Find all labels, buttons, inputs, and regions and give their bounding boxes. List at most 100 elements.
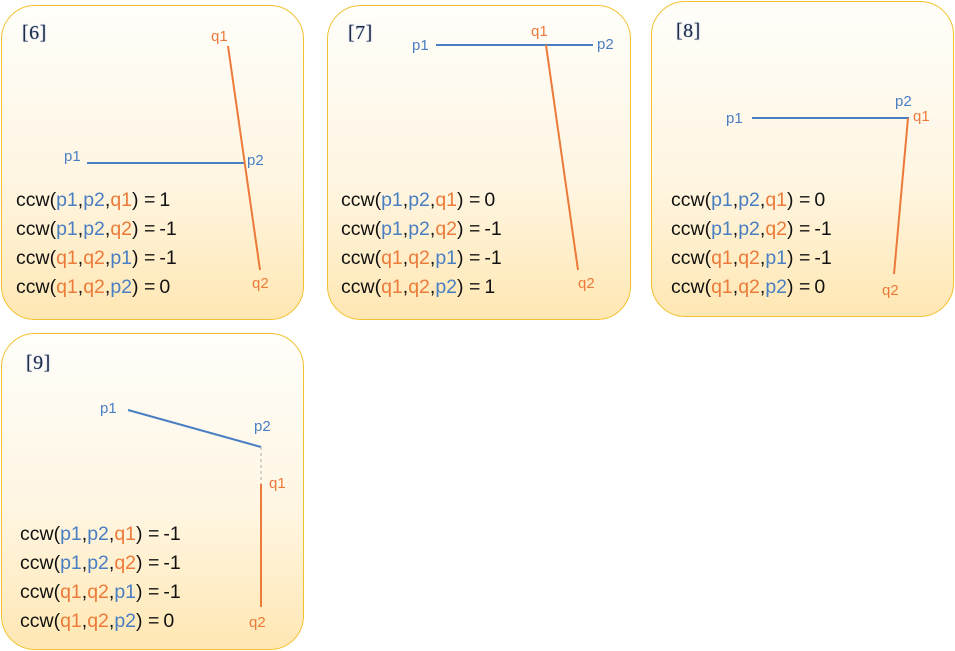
ccw-fn: ccw( <box>16 276 57 298</box>
ccw-value: -1 <box>163 523 181 545</box>
ccw-value: 0 <box>814 276 826 298</box>
ccw-close: ) = <box>787 276 811 298</box>
segment-p <box>127 409 262 448</box>
ccw-close: ) = <box>457 189 481 211</box>
ccw-arg-c: p2 <box>765 276 788 298</box>
ccw-equation-row: ccw(q1,q2,p1) =-1 <box>20 581 181 603</box>
ccw-arg-a: q1 <box>711 247 733 269</box>
ccw-equation-row: ccw(p1,p2,q1) =0 <box>341 189 496 211</box>
ccw-value: -1 <box>159 218 177 240</box>
case-label: [9] <box>26 352 51 374</box>
point-label-p2: p2 <box>597 36 614 53</box>
ccw-value: 0 <box>484 189 496 211</box>
segment-q <box>545 44 579 271</box>
ccw-equations: ccw(p1,p2,q1) =-1 ccw(p1,p2,q2) =-1 ccw(… <box>20 520 181 636</box>
ccw-arg-b: p2 <box>87 523 109 545</box>
ccw-fn: ccw( <box>341 276 382 298</box>
ccw-arg-b: p2 <box>738 189 760 211</box>
ccw-arg-c: p2 <box>435 276 458 298</box>
ccw-fn: ccw( <box>20 552 61 574</box>
ccw-fn: ccw( <box>341 189 382 211</box>
ccw-close: ) = <box>136 610 160 632</box>
point-label-p1: p1 <box>412 37 429 54</box>
ccw-fn: ccw( <box>341 218 382 240</box>
ccw-arg-a: p1 <box>56 189 78 211</box>
ccw-fn: ccw( <box>20 610 61 632</box>
ccw-value: -1 <box>159 247 177 269</box>
ccw-arg-c: q2 <box>114 552 137 574</box>
ccw-arg-a: q1 <box>56 276 78 298</box>
ccw-arg-b: p2 <box>83 218 105 240</box>
ccw-arg-a: q1 <box>60 610 82 632</box>
point-label-q1: q1 <box>913 108 930 125</box>
ccw-arg-c: p1 <box>110 247 133 269</box>
point-label-q1: q1 <box>531 23 548 40</box>
ccw-fn: ccw( <box>671 189 712 211</box>
ccw-arg-b: q2 <box>87 610 109 632</box>
ccw-arg-a: q1 <box>711 276 733 298</box>
ccw-equation-row: ccw(q1,q2,p2) =1 <box>341 276 496 298</box>
ccw-arg-b: p2 <box>408 189 430 211</box>
ccw-equations: ccw(p1,p2,q1) =0 ccw(p1,p2,q2) =-1 ccw(q… <box>671 186 832 302</box>
ccw-arg-b: p2 <box>87 552 109 574</box>
point-label-p2: p2 <box>247 152 264 169</box>
ccw-equation-row: ccw(q1,q2,p1) =-1 <box>16 247 177 269</box>
point-label-p2: p2 <box>895 93 912 110</box>
ccw-close: ) = <box>457 276 481 298</box>
ccw-arg-b: p2 <box>738 218 760 240</box>
ccw-arg-c: p2 <box>114 610 137 632</box>
point-label-q1: q1 <box>269 475 286 492</box>
ccw-arg-c: q2 <box>110 218 133 240</box>
ccw-arg-a: p1 <box>60 523 82 545</box>
point-label-q2: q2 <box>252 275 269 292</box>
ccw-value: 0 <box>159 276 171 298</box>
ccw-fn: ccw( <box>20 523 61 545</box>
ccw-equation-row: ccw(p1,p2,q2) =-1 <box>16 218 177 240</box>
point-label-q2: q2 <box>578 275 595 292</box>
ccw-equation-row: ccw(p1,p2,q1) =1 <box>16 189 171 211</box>
ccw-arg-c: q2 <box>765 218 788 240</box>
case-label: [6] <box>22 22 47 44</box>
ccw-close: ) = <box>787 189 811 211</box>
ccw-arg-a: p1 <box>711 189 733 211</box>
ccw-arg-a: p1 <box>60 552 82 574</box>
ccw-arg-c: q1 <box>765 189 788 211</box>
ccw-equation-row: ccw(q1,q2,p1) =-1 <box>671 247 832 269</box>
ccw-arg-a: q1 <box>56 247 78 269</box>
ccw-arg-b: q2 <box>83 247 105 269</box>
segment-diagram-8 <box>752 117 909 275</box>
case-panel-8: [8] p2 p1 q1 q2 ccw(p1,p2,q1) =0 ccw(p1,… <box>651 1 954 317</box>
ccw-fn: ccw( <box>341 247 382 269</box>
ccw-equations: ccw(p1,p2,q1) =1 ccw(p1,p2,q2) =-1 ccw(q… <box>16 186 177 302</box>
ccw-equation-row: ccw(p1,p2,q2) =-1 <box>671 218 832 240</box>
ccw-arg-b: q2 <box>408 276 430 298</box>
segment-diagram-7 <box>436 44 593 271</box>
ccw-equation-row: ccw(p1,p2,q2) =-1 <box>341 218 502 240</box>
ccw-value: 1 <box>159 189 171 211</box>
ccw-value: -1 <box>814 218 832 240</box>
ccw-equation-row: ccw(q1,q2,p2) =0 <box>20 610 175 632</box>
ccw-arg-b: q2 <box>738 247 760 269</box>
ccw-fn: ccw( <box>20 581 61 603</box>
ccw-value: -1 <box>163 552 181 574</box>
segment-diagram-9 <box>127 409 262 607</box>
point-label-q1: q1 <box>211 28 228 45</box>
ccw-arg-a: p1 <box>711 218 733 240</box>
ccw-arg-b: q2 <box>87 581 109 603</box>
ccw-arg-b: p2 <box>408 218 430 240</box>
ccw-fn: ccw( <box>16 247 57 269</box>
ccw-value: -1 <box>814 247 832 269</box>
case-panel-9: [9] p1 p2 q1 q2 ccw(p1,p2,q1) =-1 ccw(p1… <box>1 333 304 650</box>
ccw-arg-a: q1 <box>381 247 403 269</box>
point-label-p1: p1 <box>726 110 743 127</box>
ccw-equation-row: ccw(p1,p2,q1) =-1 <box>20 523 181 545</box>
ccw-arg-b: p2 <box>83 189 105 211</box>
ccw-equation-row: ccw(q1,q2,p1) =-1 <box>341 247 502 269</box>
ccw-equation-row: ccw(q1,q2,p2) =0 <box>671 276 826 298</box>
ccw-arg-b: q2 <box>738 276 760 298</box>
point-label-q2: q2 <box>249 614 266 631</box>
ccw-value: 1 <box>484 276 496 298</box>
ccw-arg-b: q2 <box>408 247 430 269</box>
case-label: [7] <box>348 22 373 44</box>
ccw-close: ) = <box>136 523 160 545</box>
